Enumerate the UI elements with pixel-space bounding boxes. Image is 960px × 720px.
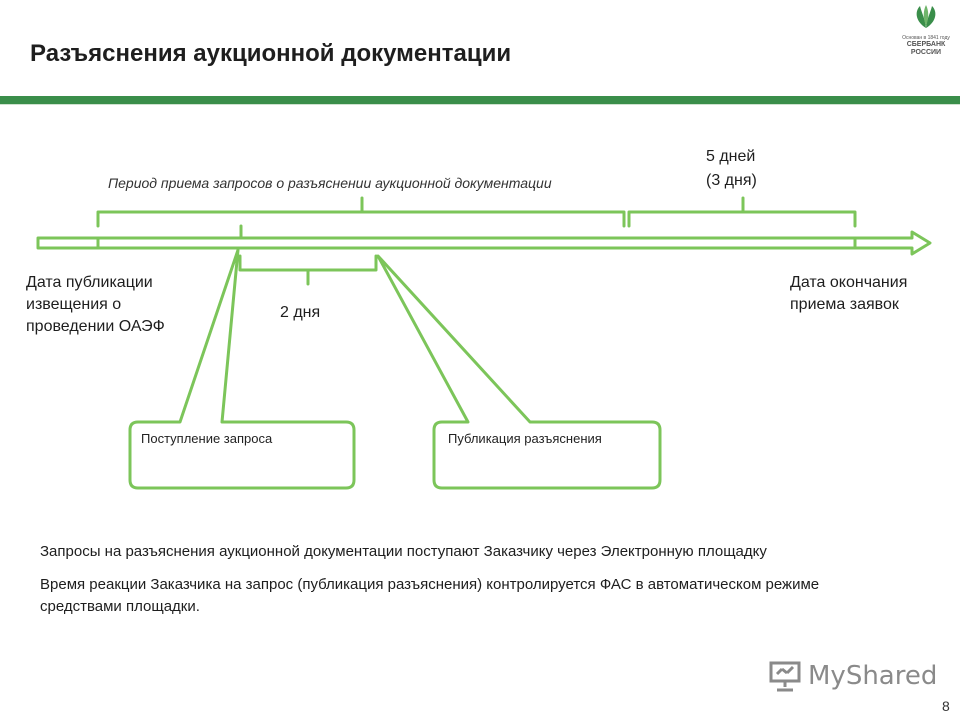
days3-label: (3 дня) (706, 172, 757, 189)
days2-label: 2 дня (280, 304, 321, 321)
timeline-arrow (36, 230, 932, 256)
period-brace (96, 196, 626, 228)
note-2: Время реакции Заказчика на запрос (публи… (40, 576, 820, 615)
end-label-line: приема заявок (790, 296, 899, 313)
end-label-line: Дата окончания (790, 274, 908, 291)
period-label: Период приема запросов о разъяснении аук… (108, 175, 552, 191)
myshared-watermark: MyShared (768, 656, 937, 696)
note-1: Запросы на разъяснения аукционной докуме… (40, 543, 767, 560)
header-divider-line (0, 104, 960, 105)
watermark-text: MyShared (808, 661, 938, 691)
publication-callout (376, 254, 662, 490)
presentation-board-icon (769, 661, 801, 692)
logo-name-line2: РОССИИ (910, 49, 942, 56)
sberbank-logo: Основан в 1841 году СБЕРБАНК РОССИИ (896, 4, 956, 66)
request-callout (128, 248, 356, 490)
page-number: 8 (942, 698, 950, 714)
end-date-label: Дата окончания приема заявок (790, 272, 907, 316)
start-label-line: извещения о (26, 296, 122, 313)
sberbank-leaf-icon (916, 5, 936, 28)
start-label-line: проведении ОАЭФ (26, 318, 165, 335)
request-box-label: Поступление запроса (141, 431, 273, 446)
logo-name-line1: СБЕРБАНК (906, 41, 946, 48)
days5-label: 5 дней (706, 148, 756, 165)
start-label-line: Дата публикации (26, 274, 153, 291)
page-title: Разъяснения аукционной документации (30, 40, 512, 67)
days5-brace (627, 196, 857, 228)
start-date-label: Дата публикации извещения о проведении О… (26, 272, 165, 338)
days2-brace (238, 254, 378, 286)
publication-box-label: Публикация разъяснения (448, 431, 602, 446)
logo-founded-text: Основан в 1841 году (902, 35, 950, 41)
header-divider-band (0, 96, 960, 104)
